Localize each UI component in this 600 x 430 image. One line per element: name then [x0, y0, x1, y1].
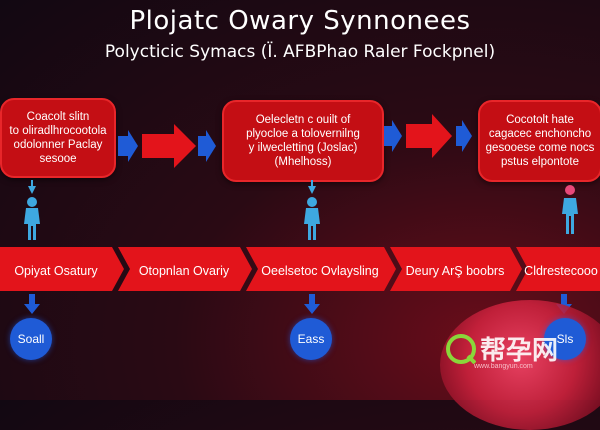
top-box-1-line-3: odolonner Paclay [13, 139, 103, 151]
diagram-subtitle: Polycticic Symacs (Ï. AFBPhao Raler Fock… [104, 42, 496, 62]
arrow-down-icon [24, 294, 40, 314]
watermark-text: 帮孕网 [480, 336, 559, 366]
stage-label-2: Otopnlan Ovariy [138, 264, 230, 278]
stage-circle-3: Sls [544, 318, 586, 360]
watermark-logo-icon [446, 333, 476, 364]
stage-circle-1: Soall [10, 318, 52, 360]
arrow-down-icon [304, 294, 320, 314]
stage-circle-2: Eass [290, 318, 332, 360]
person-icon [562, 185, 578, 234]
top-box-1-line-1: Coacolt slitn [26, 111, 90, 123]
top-box-3: Cocotolt hate cagacec enchoncho gesooese… [478, 100, 600, 182]
top-box-3-line-2: cagacec enchoncho [488, 128, 592, 140]
stage-band [0, 247, 600, 291]
top-box-1: Coacolt slitn to oliradlhrocootola odolo… [0, 98, 116, 178]
top-box-1-line-2: to oliradlhrocootola [9, 125, 107, 137]
top-box-3-line-1: Cocotolt hate [506, 114, 574, 126]
arrow-right-icon [384, 114, 472, 158]
top-box-3-line-4: pstus elpontote [500, 156, 579, 168]
top-box-2-line-3: y ilwecletting (Joslac) [248, 142, 358, 154]
person-icon [24, 180, 40, 240]
watermark: 帮孕网 [446, 330, 558, 367]
top-box-3-line-3: gesooese come nocs [485, 142, 595, 154]
top-box-2: Oelecletn c ouilt of plyocloe a tolovern… [222, 100, 384, 182]
arrow-right-icon [118, 124, 216, 168]
top-box-2-line-2: plyocloe a tolovernilng [246, 128, 360, 140]
diagram-title: Plojatc Owary Synnonees [129, 6, 471, 36]
stage-label-5: Cldrestecooo [524, 264, 598, 278]
person-icon [304, 180, 320, 240]
top-box-1-line-4: sesooe [39, 153, 77, 165]
stage-label-1: Opiyat Osatury [14, 264, 98, 278]
top-box-2-line-1: Oelecletn c ouilt of [255, 114, 351, 126]
stage-label-4: Deury ArŞ boobrs [405, 264, 505, 278]
top-box-2-line-4: (Mhelhoss) [274, 156, 332, 168]
stage-label-3: Oeelsetoc Ovlaysling [261, 264, 379, 278]
watermark-url: www.bangyun.com [474, 363, 533, 370]
